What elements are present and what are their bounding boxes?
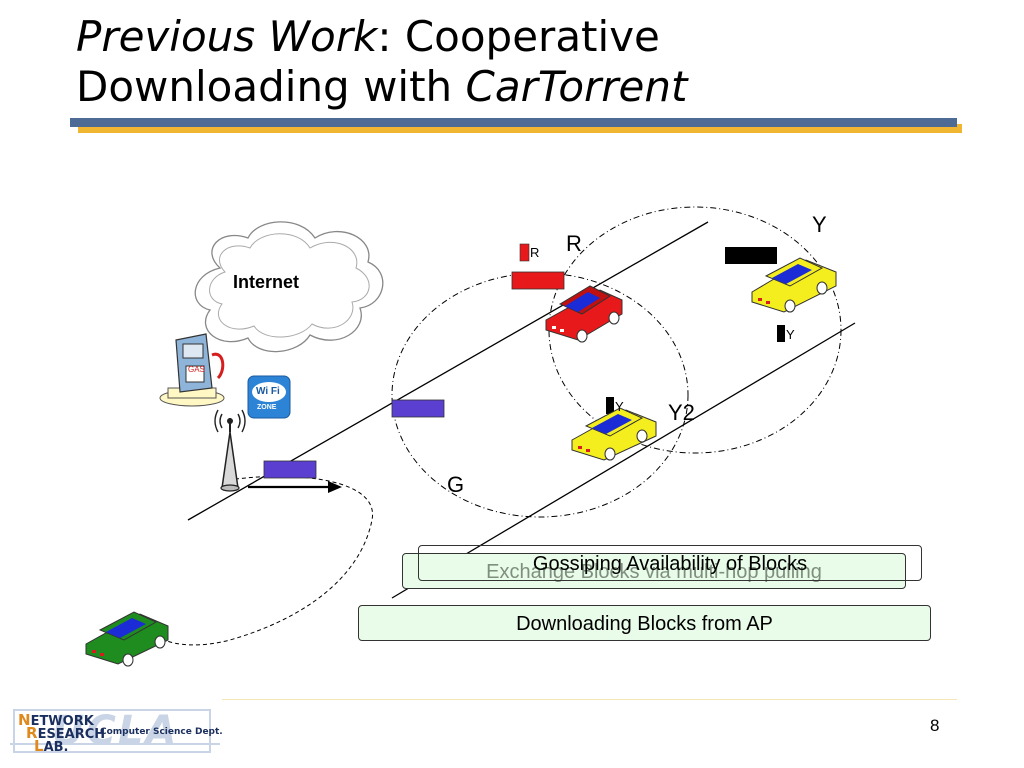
lab-text-network: ETWORK xyxy=(30,714,94,729)
computer-science-dept: Computer Science Dept. xyxy=(100,727,223,737)
data-block-road xyxy=(391,399,445,418)
range-circle-y xyxy=(548,206,842,454)
footer-divider xyxy=(222,699,957,700)
gas-pump-icon xyxy=(159,333,225,407)
data-block-ap xyxy=(263,460,317,479)
lab-initial-r: R xyxy=(26,724,38,742)
label-y-block: Y xyxy=(786,327,795,342)
lab-line-research: RESEARCH xyxy=(26,724,106,742)
car-red xyxy=(545,285,623,343)
title-cartorrent: CarTorrent xyxy=(465,62,688,111)
lab-text-research: ESEARCH xyxy=(37,727,106,742)
data-block-y-small xyxy=(777,325,785,342)
data-block-red xyxy=(511,271,565,290)
data-block-y-black xyxy=(725,247,777,264)
title-cooperative: : Cooperative xyxy=(377,12,660,61)
wifi-zone-icon xyxy=(247,375,291,419)
lab-line-lab: LAB. xyxy=(34,737,69,755)
network-research-lab-logo xyxy=(10,709,220,753)
lab-initial-l: L xyxy=(34,737,44,755)
title-underline-blue xyxy=(70,118,957,127)
label-y2: Y2 xyxy=(668,400,695,425)
download-arrow xyxy=(248,481,342,493)
note-gossiping-availability: Gossiping Availability of Blocks xyxy=(418,545,922,581)
title-downloading-with: Downloading with xyxy=(76,62,466,111)
label-g: G xyxy=(447,472,465,497)
internet-label: Internet xyxy=(233,272,300,292)
label-y2-block: Y xyxy=(615,399,624,414)
gas-label: GAS xyxy=(188,365,205,374)
wifi-zone-label: ZONE xyxy=(257,404,277,411)
data-block-y2-small xyxy=(606,397,614,414)
range-circle-r xyxy=(391,272,689,518)
road-lower-line xyxy=(391,322,856,599)
car-yellow-y xyxy=(751,257,837,313)
data-block-r-small xyxy=(519,243,530,262)
note-downloading-blocks: Downloading Blocks from AP xyxy=(358,605,931,641)
note-exchange-blocks: Exchange Blocks via multi-hop pulling xyxy=(402,553,906,589)
car-yellow-y2 xyxy=(571,407,657,461)
title-underline-gold xyxy=(78,124,962,133)
lab-text-lab: AB. xyxy=(43,740,69,755)
lab-line-network: NETWORK xyxy=(18,711,94,729)
label-r-block: R xyxy=(530,245,540,260)
lab-initial-n: N xyxy=(18,711,31,729)
wifi-label: Wi Fi xyxy=(256,386,280,397)
label-r: R xyxy=(566,231,582,256)
access-point-tower-icon xyxy=(214,409,246,492)
page-number: 8 xyxy=(930,716,940,735)
dashed-path-to-green-car xyxy=(164,475,373,646)
title-previous-work: Previous Work xyxy=(76,12,378,61)
label-y: Y xyxy=(812,212,827,237)
ucla-watermark: UCLA xyxy=(52,708,179,754)
slide-title: Previous Work: Cooperative Downloading w… xyxy=(76,12,688,112)
car-green xyxy=(85,611,169,667)
internet-cloud xyxy=(194,221,384,353)
